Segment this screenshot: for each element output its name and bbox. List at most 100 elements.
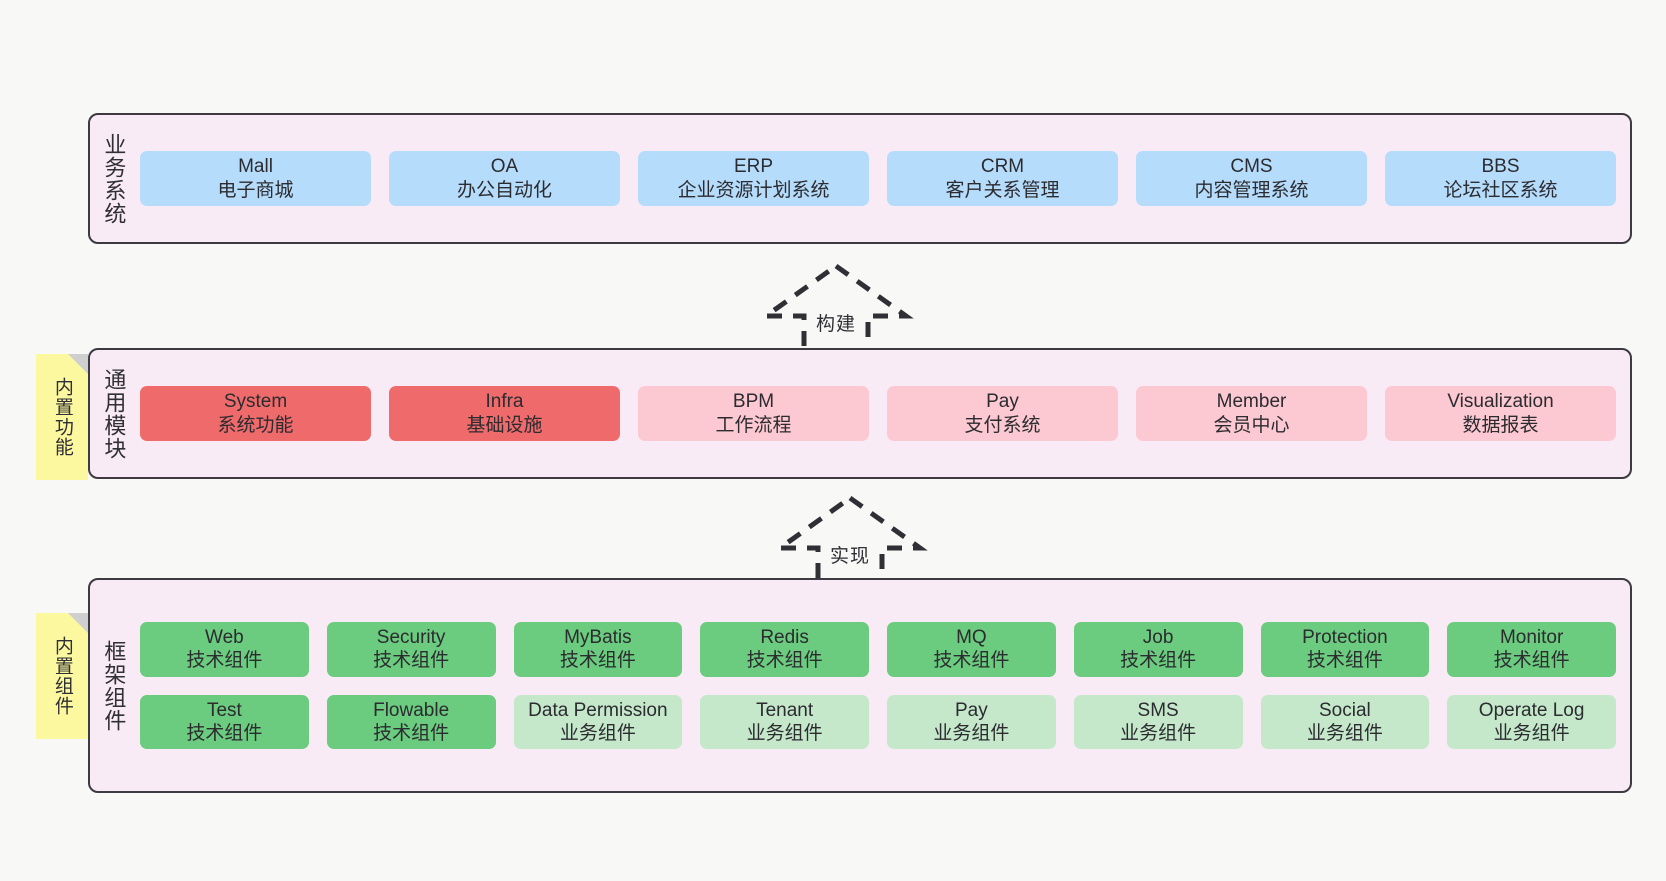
card-title: Infra — [485, 391, 524, 413]
arrow-build: 构建 — [756, 258, 916, 358]
card-title: Pay — [986, 391, 1019, 413]
card-title: Data Permission — [528, 699, 668, 721]
card-system[interactable]: System 系统功能 — [140, 386, 371, 441]
card-subtitle: 业务组件 — [933, 722, 1010, 744]
card-row: Web 技术组件 Security 技术组件 MyBatis 技术组件 Redi… — [140, 622, 1616, 677]
card-mq[interactable]: MQ 技术组件 — [887, 622, 1056, 677]
layer-label-business-systems: 业务系统 — [101, 132, 127, 225]
note-builtin-features: 内置功能 — [36, 354, 88, 480]
card-subtitle: 电子商城 — [217, 179, 294, 201]
card-flowable[interactable]: Flowable 技术组件 — [326, 694, 496, 749]
card-subtitle: 技术组件 — [186, 650, 263, 672]
card-subtitle: 技术组件 — [373, 650, 450, 672]
arrow-implement-label: 实现 — [829, 546, 870, 567]
card-redis[interactable]: Redis 技术组件 — [700, 622, 869, 677]
card-title: OA — [490, 156, 519, 178]
card-mybatis[interactable]: MyBatis 技术组件 — [513, 622, 683, 677]
card-subtitle: 业务组件 — [1306, 722, 1383, 744]
card-subtitle: 技术组件 — [559, 650, 636, 672]
card-member[interactable]: Member 会员中心 — [1136, 386, 1367, 441]
card-subtitle: 技术组件 — [373, 722, 450, 744]
note-builtin-components: 内置组件 — [36, 613, 88, 739]
layer-body-business-systems: Mall 电子商城 OA 办公自动化 ERP 企业资源计划系统 CRM 客户关系… — [136, 115, 1630, 242]
card-title: Member — [1216, 391, 1287, 413]
card-title: BBS — [1481, 156, 1520, 178]
card-title: Tenant — [756, 699, 814, 721]
note-fold-icon — [68, 613, 88, 633]
card-subtitle: 业务组件 — [1493, 722, 1570, 744]
card-title: Visualization — [1447, 391, 1554, 413]
card-title: Test — [206, 699, 242, 721]
card-tenant[interactable]: Tenant 业务组件 — [700, 694, 869, 749]
card-subtitle: 数据报表 — [1462, 414, 1539, 436]
card-pay[interactable]: Pay 支付系统 — [887, 386, 1118, 441]
card-title: Social — [1319, 699, 1371, 721]
arrow-build-icon — [758, 262, 914, 357]
card-mall[interactable]: Mall 电子商城 — [140, 151, 371, 206]
layer-framework-components: 框架组件 Web 技术组件 Security 技术组件 MyBatis 技术组件… — [88, 578, 1632, 793]
card-subtitle: 论坛社区系统 — [1443, 179, 1558, 201]
card-bbs[interactable]: BBS 论坛社区系统 — [1385, 151, 1616, 206]
card-subtitle: 技术组件 — [186, 722, 263, 744]
note-fold-icon — [68, 354, 88, 374]
card-cms[interactable]: CMS 内容管理系统 — [1136, 151, 1367, 206]
arrow-implement: 实现 — [770, 490, 930, 590]
card-title: Job — [1142, 627, 1174, 649]
card-visualization[interactable]: Visualization 数据报表 — [1385, 386, 1616, 441]
card-title: Monitor — [1499, 627, 1564, 649]
card-row: System 系统功能 Infra 基础设施 BPM 工作流程 Pay 支付系统… — [140, 386, 1616, 441]
card-monitor[interactable]: Monitor 技术组件 — [1447, 622, 1616, 677]
card-subtitle: 支付系统 — [964, 414, 1041, 436]
arrow-build-label: 构建 — [815, 314, 856, 335]
card-subtitle: 办公自动化 — [456, 179, 552, 201]
card-data-permission[interactable]: Data Permission 业务组件 — [513, 694, 683, 749]
card-title: CRM — [980, 156, 1025, 178]
layer-body-framework-components: Web 技术组件 Security 技术组件 MyBatis 技术组件 Redi… — [136, 580, 1630, 791]
card-subtitle: 技术组件 — [746, 650, 823, 672]
card-subtitle: 工作流程 — [715, 414, 792, 436]
card-erp[interactable]: ERP 企业资源计划系统 — [638, 151, 869, 206]
card-sms[interactable]: SMS 业务组件 — [1073, 694, 1243, 749]
card-oa[interactable]: OA 办公自动化 — [389, 151, 620, 206]
card-protection[interactable]: Protection 技术组件 — [1260, 622, 1430, 677]
note-label: 内置功能 — [51, 377, 73, 457]
card-title: Operate Log — [1478, 699, 1585, 721]
card-web[interactable]: Web 技术组件 — [140, 622, 309, 677]
card-title: SMS — [1137, 699, 1179, 721]
arrow-implement-icon — [772, 494, 928, 589]
card-operate-log[interactable]: Operate Log 业务组件 — [1447, 694, 1616, 749]
card-title: Pay — [955, 699, 988, 721]
layer-business-systems: 业务系统 Mall 电子商城 OA 办公自动化 ERP 企业资源计划系统 CRM… — [88, 113, 1632, 244]
card-test[interactable]: Test 技术组件 — [140, 694, 309, 749]
card-subtitle: 技术组件 — [1120, 650, 1197, 672]
card-security[interactable]: Security 技术组件 — [326, 622, 496, 677]
card-title: Protection — [1302, 627, 1388, 649]
card-social[interactable]: Social 业务组件 — [1260, 694, 1430, 749]
card-subtitle: 客户关系管理 — [945, 179, 1060, 201]
layer-label-common-modules: 通用模块 — [101, 367, 127, 460]
card-infra[interactable]: Infra 基础设施 — [389, 386, 620, 441]
card-pay-business[interactable]: Pay 业务组件 — [887, 694, 1056, 749]
card-title: MyBatis — [564, 627, 632, 649]
layer-label-framework-components: 框架组件 — [101, 639, 127, 732]
card-subtitle: 业务组件 — [1120, 722, 1197, 744]
card-bpm[interactable]: BPM 工作流程 — [638, 386, 869, 441]
card-subtitle: 系统功能 — [217, 414, 294, 436]
card-subtitle: 会员中心 — [1213, 414, 1290, 436]
card-subtitle: 技术组件 — [1493, 650, 1570, 672]
card-subtitle: 技术组件 — [933, 650, 1010, 672]
card-title: Redis — [760, 627, 809, 649]
layer-body-common-modules: System 系统功能 Infra 基础设施 BPM 工作流程 Pay 支付系统… — [136, 350, 1630, 477]
layer-common-modules: 通用模块 System 系统功能 Infra 基础设施 BPM 工作流程 Pay… — [88, 348, 1632, 479]
card-crm[interactable]: CRM 客户关系管理 — [887, 151, 1118, 206]
card-title: MQ — [956, 627, 987, 649]
card-title: ERP — [733, 156, 774, 178]
card-job[interactable]: Job 技术组件 — [1073, 622, 1243, 677]
card-title: Web — [205, 627, 244, 649]
card-subtitle: 内容管理系统 — [1194, 179, 1309, 201]
card-subtitle: 业务组件 — [559, 722, 636, 744]
card-title: Security — [376, 627, 446, 649]
card-row: Test 技术组件 Flowable 技术组件 Data Permission … — [140, 694, 1616, 749]
card-subtitle: 企业资源计划系统 — [677, 179, 830, 201]
card-title: CMS — [1230, 156, 1273, 178]
